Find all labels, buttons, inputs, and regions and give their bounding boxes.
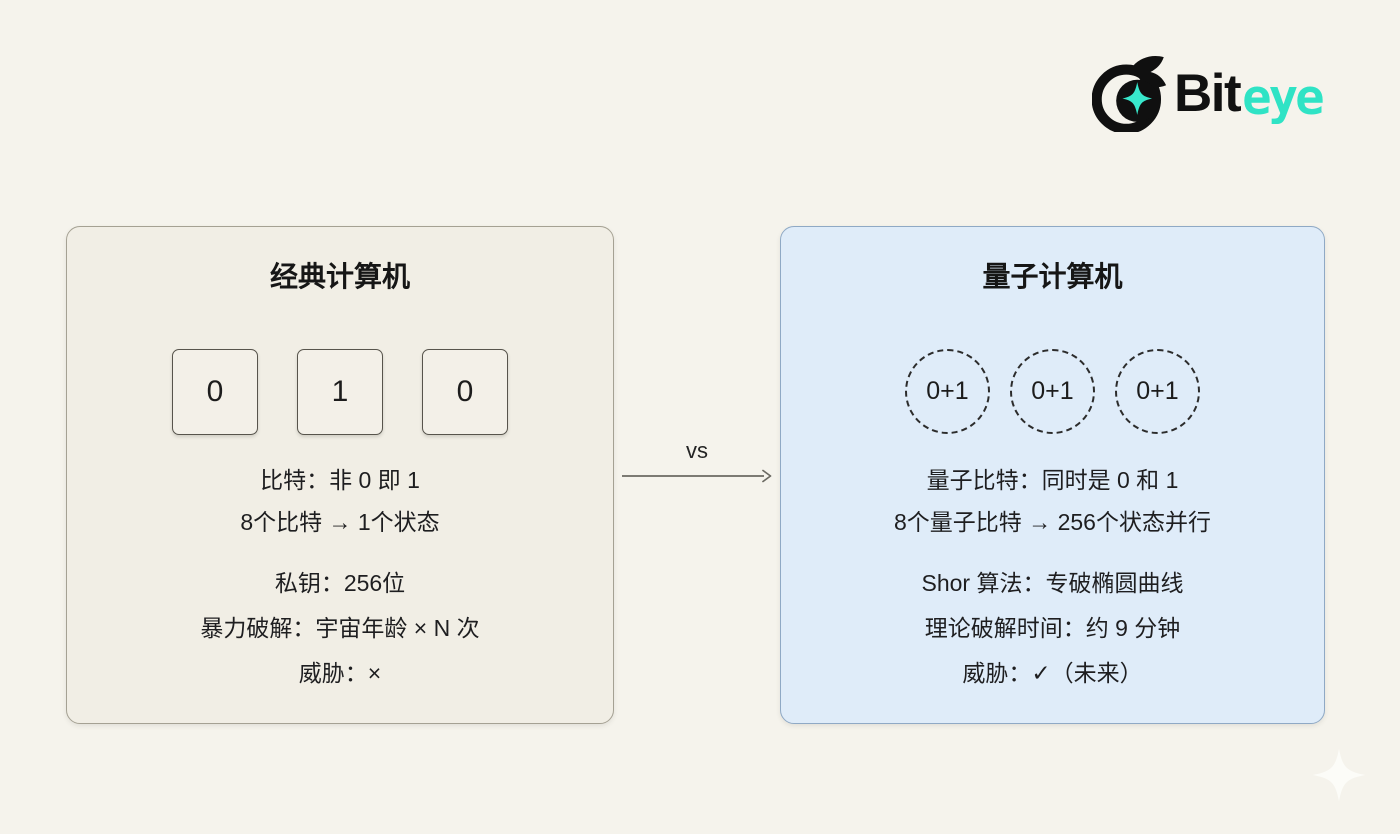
fact-line: 量子比特：同时是 0 和 1 xyxy=(926,467,1179,493)
qubit-value: 0+1 xyxy=(926,377,969,405)
quantum-facts-top: 量子比特：同时是 0 和 1 8个量子比特 → 256个状态并行 xyxy=(781,459,1324,543)
bit-box: 1 xyxy=(297,349,383,435)
fact-line: 威胁：✓（未来） xyxy=(962,660,1143,686)
fact-line: 比特：非 0 即 1 xyxy=(260,467,420,493)
qubit-circle: 0+1 xyxy=(1010,349,1095,434)
quantum-computer-card: 量子计算机 0+1 0+1 0+1 量子比特：同时是 0 和 1 8个量子比特 … xyxy=(780,226,1325,724)
qubit-row: 0+1 0+1 0+1 xyxy=(781,349,1324,434)
quantum-facts-bottom: Shor 算法：专破椭圆曲线 理论破解时间：约 9 分钟 威胁：✓（未来） xyxy=(781,561,1324,696)
logo-text-eye: eye xyxy=(1242,68,1324,126)
fact-line: 威胁：× xyxy=(298,660,382,686)
bit-value: 0 xyxy=(456,375,474,408)
qubit-circle: 0+1 xyxy=(905,349,990,434)
biteye-wordmark: Bit eye xyxy=(1174,63,1325,126)
vs-connector: vs xyxy=(614,438,780,484)
qubit-circle: 0+1 xyxy=(1115,349,1200,434)
classical-computer-card: 经典计算机 0 1 0 比特：非 0 即 1 8个比特 → 1个状态 私钥：25… xyxy=(66,226,614,724)
logo-text-bit: Bit xyxy=(1174,63,1242,123)
bit-value: 1 xyxy=(331,375,349,408)
qubit-value: 0+1 xyxy=(1136,377,1179,405)
fact-line: 8个量子比特 → 256个状态并行 xyxy=(894,509,1211,535)
biteye-eye-sparkle-icon xyxy=(1092,55,1167,132)
fact-line: 暴力破解：宇宙年龄 × N 次 xyxy=(200,615,480,641)
arrow-right-icon xyxy=(622,469,772,483)
fact-line: 理论破解时间：约 9 分钟 xyxy=(924,615,1181,641)
fact-line: Shor 算法：专破椭圆曲线 xyxy=(921,570,1184,596)
sparkle-icon xyxy=(1312,748,1366,802)
biteye-logo: Bit eye xyxy=(1092,54,1325,132)
classical-facts-top: 比特：非 0 即 1 8个比特 → 1个状态 xyxy=(67,459,613,543)
qubit-value: 0+1 xyxy=(1031,377,1074,405)
bit-box: 0 xyxy=(422,349,508,435)
quantum-card-title: 量子计算机 xyxy=(982,261,1123,292)
bit-row: 0 1 0 xyxy=(67,349,613,435)
vs-label: vs xyxy=(686,438,708,463)
bit-box: 0 xyxy=(172,349,258,435)
fact-line: 8个比特 → 1个状态 xyxy=(240,509,440,535)
classical-facts-bottom: 私钥：256位 暴力破解：宇宙年龄 × N 次 威胁：× xyxy=(67,561,613,696)
classical-card-title: 经典计算机 xyxy=(269,261,410,292)
bit-value: 0 xyxy=(206,375,224,408)
fact-line: 私钥：256位 xyxy=(274,570,406,596)
